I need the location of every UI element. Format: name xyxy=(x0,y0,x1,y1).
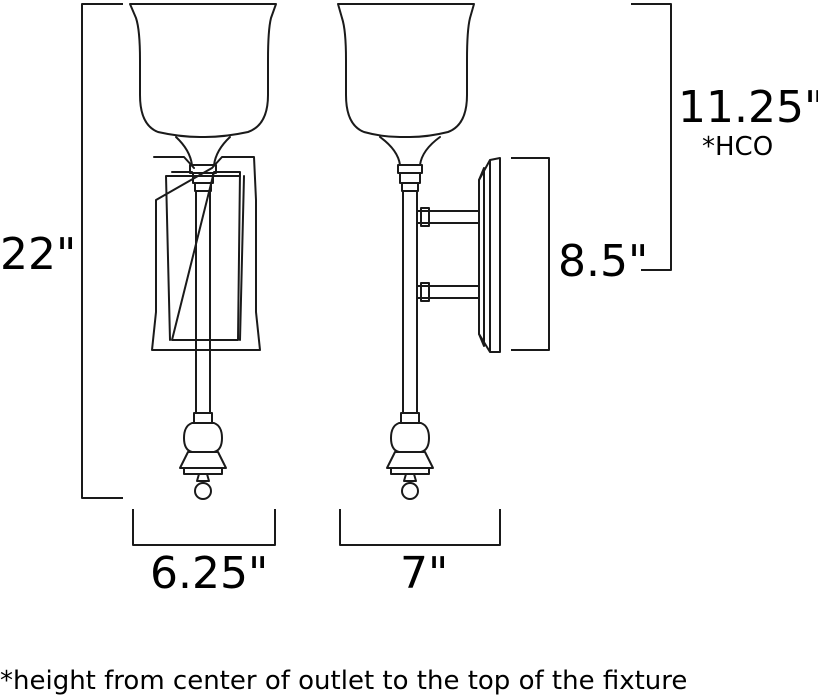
side-collar-lower xyxy=(401,182,419,192)
side-stem-band xyxy=(400,412,420,424)
side-finial-tip xyxy=(403,473,417,482)
footnote: *height from center of outlet to the top… xyxy=(0,666,688,696)
side-view xyxy=(337,3,501,500)
side-backplate-edge xyxy=(478,167,485,347)
width-label: 6.25" xyxy=(150,548,269,599)
hco-label: 11.25" xyxy=(678,82,818,133)
side-arm-lower-knuckle xyxy=(420,282,430,302)
backplate-height-label: 8.5" xyxy=(558,236,649,287)
front-view xyxy=(129,3,277,500)
front-shade-neck xyxy=(175,136,231,166)
side-finial xyxy=(390,422,430,453)
side-arm-lower xyxy=(416,285,480,299)
side-stem xyxy=(402,190,418,414)
front-backplate-inner xyxy=(171,171,241,341)
front-stem-band xyxy=(193,412,213,424)
side-collar xyxy=(397,164,423,174)
hco-bracket xyxy=(631,3,672,271)
side-backplate xyxy=(478,157,501,353)
depth-label: 7" xyxy=(400,548,449,599)
backplate-bracket xyxy=(511,157,550,351)
hco-tag: *HCO xyxy=(702,132,774,162)
front-frame-rails xyxy=(165,175,245,341)
dimension-lines xyxy=(81,3,672,546)
front-stem xyxy=(195,190,211,414)
side-collar-ring xyxy=(399,172,421,184)
side-finial-ball xyxy=(401,482,419,500)
side-shade xyxy=(337,3,475,138)
side-finial-cone xyxy=(386,451,434,475)
height-label: 22" xyxy=(0,229,77,280)
front-backplate-outer xyxy=(151,156,261,351)
side-arm-upper-knuckle xyxy=(420,207,430,227)
front-finial-ball xyxy=(194,482,212,500)
front-finial-cone xyxy=(179,451,227,475)
front-finial-tip xyxy=(196,473,210,482)
front-shade xyxy=(129,3,277,138)
front-finial xyxy=(183,422,223,453)
width-bracket xyxy=(132,509,276,546)
depth-bracket xyxy=(339,509,501,546)
height-bracket xyxy=(81,3,123,499)
side-shade-neck xyxy=(379,136,441,166)
side-arm-upper xyxy=(416,210,480,224)
